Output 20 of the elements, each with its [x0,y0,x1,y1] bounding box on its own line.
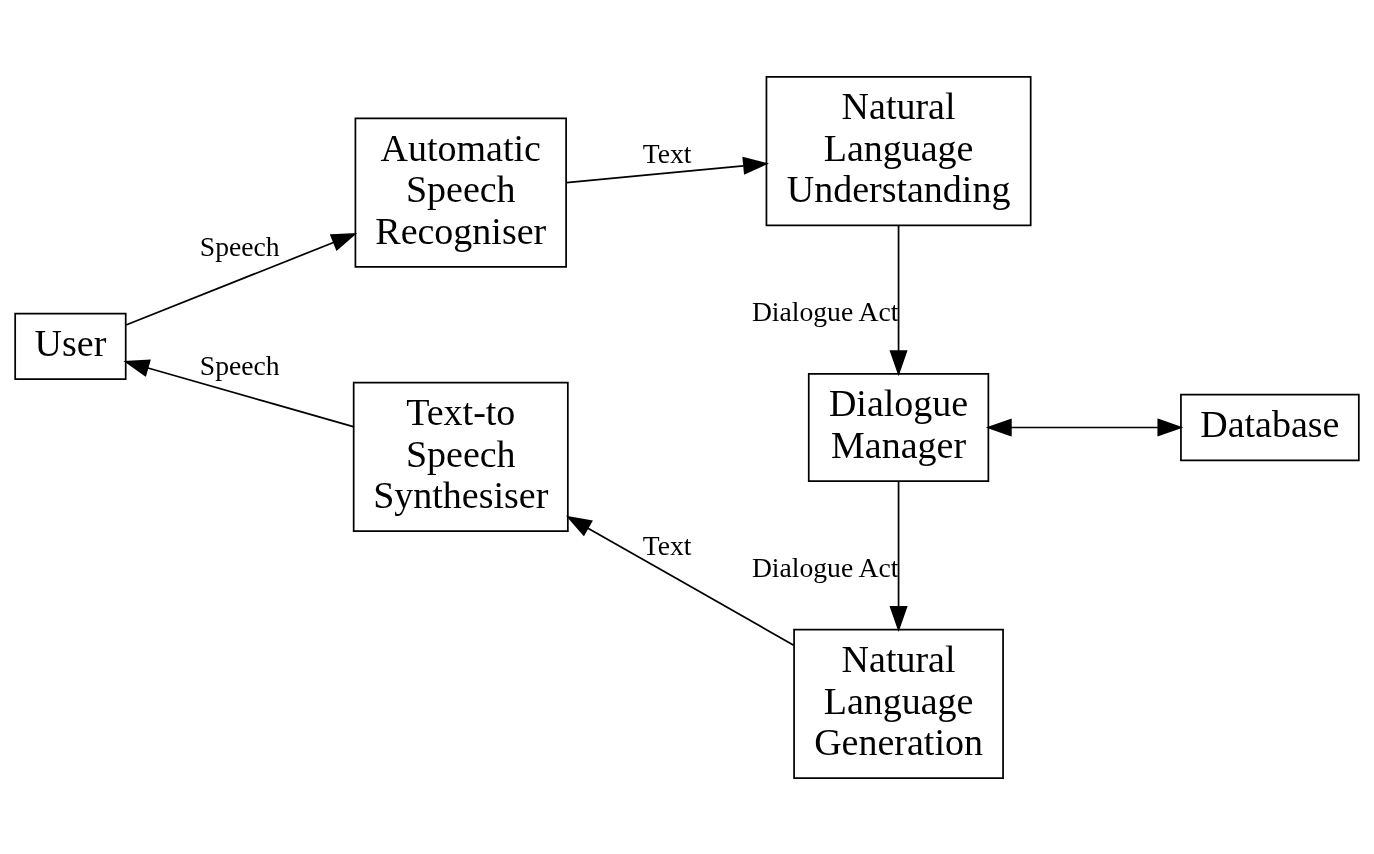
arrow [565,156,769,184]
node-box: User [14,312,127,380]
arrow [565,515,795,646]
node-box: Natural Language Understanding [765,75,1032,226]
edge-label: Speech [199,230,280,262]
arrow [889,479,908,632]
node-box: Automatic Speech Recogniser [354,117,567,268]
node-box: Natural Language Generation [793,628,1004,779]
node-box: Database [1180,393,1360,461]
edge-label: Text [642,529,692,561]
arrow [123,358,355,427]
node-box: Dialogue Manager [807,372,990,482]
node-box: Text-to Speech Synthesiser [352,381,569,532]
arrow [985,417,1184,437]
arrow [125,232,358,326]
edge-label: Text [642,137,692,169]
arrow [889,224,908,376]
edge-label: Dialogue Act [751,295,899,327]
edge-label: Dialogue Act [751,551,899,583]
edge-label: Speech [199,349,280,381]
